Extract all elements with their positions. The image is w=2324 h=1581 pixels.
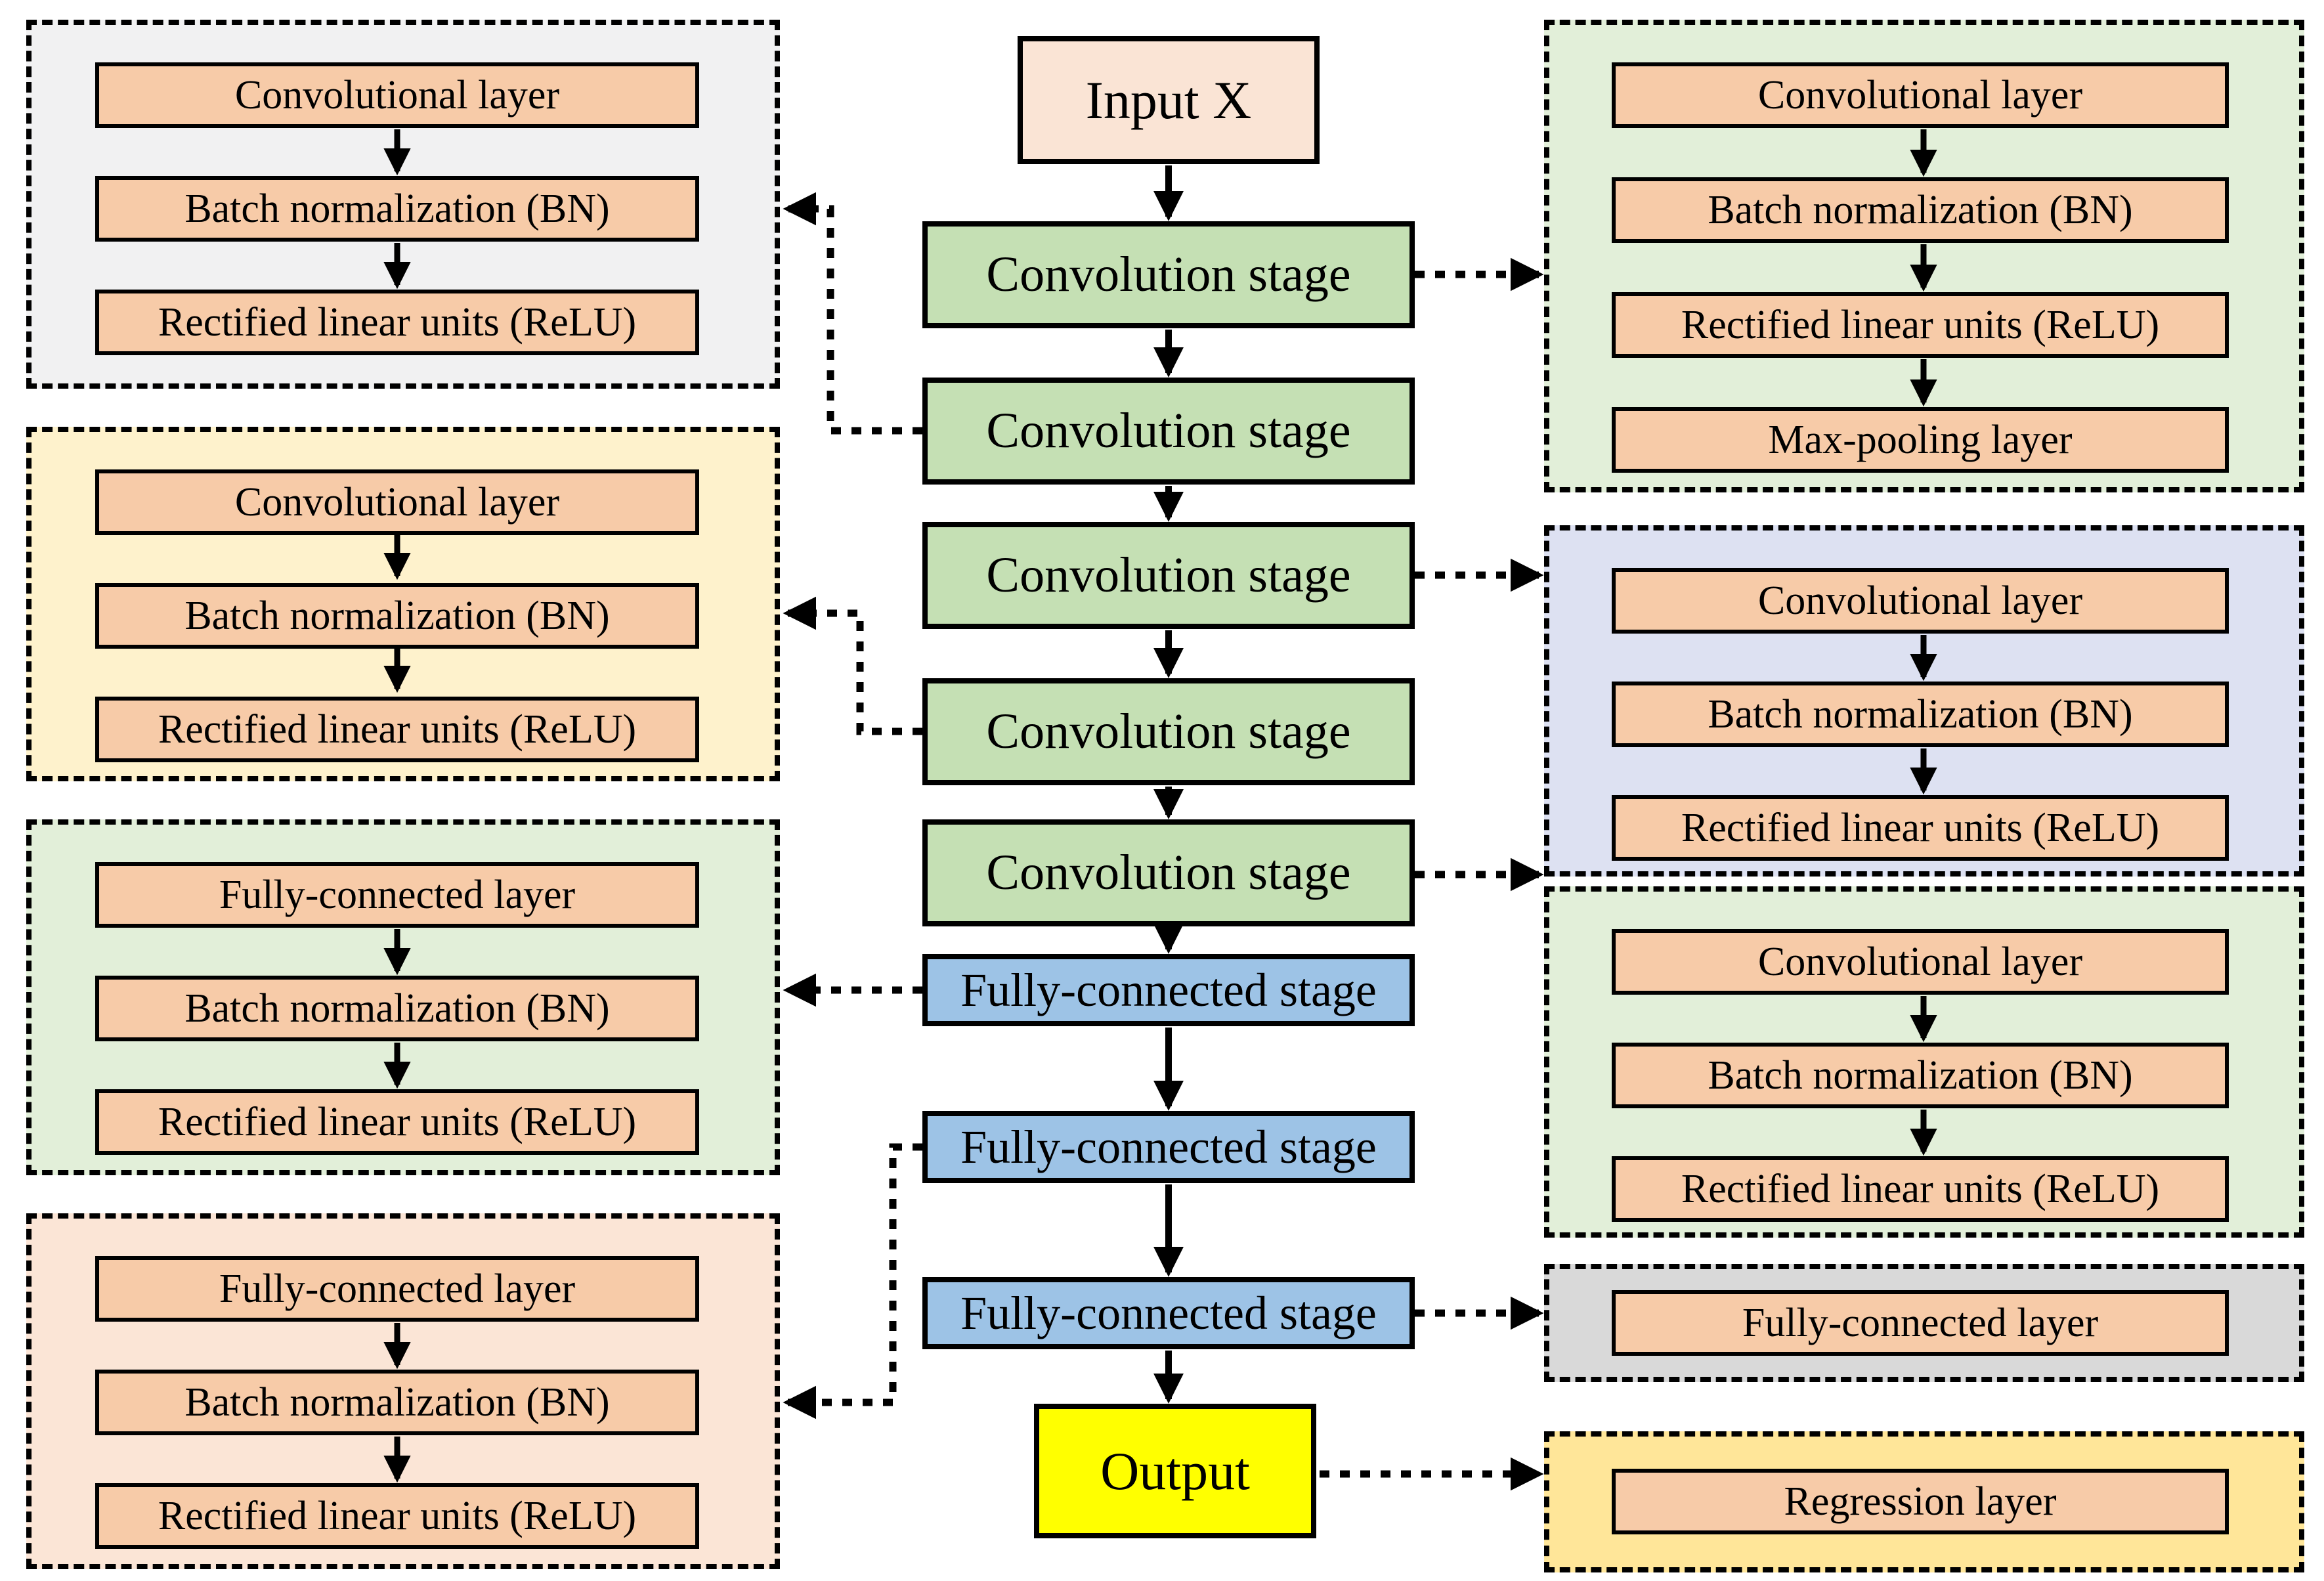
panel-conv-detail-right-2: Convolutional layer Batch normalization …	[1544, 525, 2304, 877]
layer-box: Fully-connected layer	[1612, 1290, 2229, 1356]
layer-box: Rectified linear units (ReLU)	[95, 290, 699, 355]
convolution-stage-1: Convolution stage	[922, 221, 1415, 328]
layer-box: Rectified linear units (ReLU)	[1612, 292, 2229, 358]
layer-box: Max-pooling layer	[1612, 407, 2229, 473]
connector-fc2-to-left-panel4	[783, 1143, 922, 1419]
convolution-stage-3: Convolution stage	[922, 522, 1415, 629]
layer-box: Rectified linear units (ReLU)	[1612, 1156, 2229, 1222]
layer-box: Convolutional layer	[95, 62, 699, 128]
convolution-stage-2: Convolution stage	[922, 378, 1415, 485]
panel-fc-layer-detail: Fully-connected layer	[1544, 1264, 2304, 1382]
input-box: Input X	[1018, 36, 1320, 164]
fully-connected-stage-2: Fully-connected stage	[922, 1111, 1415, 1183]
panel-fc-detail-left-2: Fully-connected layer Batch normalizatio…	[26, 1213, 780, 1569]
layer-box: Convolutional layer	[1612, 929, 2229, 995]
layer-box: Batch normalization (BN)	[1612, 682, 2229, 747]
panel-conv-detail-top-right: Convolutional layer Batch normalization …	[1544, 20, 2304, 492]
convolution-stage-4: Convolution stage	[922, 678, 1415, 785]
output-box: Output	[1034, 1404, 1316, 1538]
layer-box: Batch normalization (BN)	[95, 176, 699, 242]
connector-stage2-to-left-panel1	[783, 192, 922, 435]
layer-box: Convolutional layer	[1612, 568, 2229, 634]
connector-stage4-to-left-panel2	[783, 596, 922, 735]
layer-box: Rectified linear units (ReLU)	[95, 1483, 699, 1549]
layer-box: Convolutional layer	[1612, 62, 2229, 128]
layer-box: Batch normalization (BN)	[95, 583, 699, 649]
layer-box: Rectified linear units (ReLU)	[1612, 795, 2229, 861]
layer-box: Batch normalization (BN)	[1612, 177, 2229, 243]
layer-box: Batch normalization (BN)	[95, 976, 699, 1041]
layer-box: Batch normalization (BN)	[95, 1370, 699, 1435]
layer-box: Rectified linear units (ReLU)	[95, 1089, 699, 1155]
layer-box: Regression layer	[1612, 1469, 2229, 1534]
layer-box: Fully-connected layer	[95, 1256, 699, 1322]
layer-box: Batch normalization (BN)	[1612, 1043, 2229, 1108]
layer-box: Fully-connected layer	[95, 862, 699, 928]
layer-box: Convolutional layer	[95, 469, 699, 535]
fully-connected-stage-3: Fully-connected stage	[922, 1277, 1415, 1349]
layer-box: Rectified linear units (ReLU)	[95, 697, 699, 762]
panel-conv-detail-right-3: Convolutional layer Batch normalization …	[1544, 886, 2304, 1238]
convolution-stage-5: Convolution stage	[922, 819, 1415, 926]
panel-regression-detail: Regression layer	[1544, 1431, 2304, 1572]
panel-conv-detail-left-2: Convolutional layer Batch normalization …	[26, 427, 780, 781]
panel-conv-detail-top-left: Convolutional layer Batch normalization …	[26, 20, 780, 389]
fully-connected-stage-1: Fully-connected stage	[922, 954, 1415, 1026]
panel-fc-detail-left-1: Fully-connected layer Batch normalizatio…	[26, 819, 780, 1175]
